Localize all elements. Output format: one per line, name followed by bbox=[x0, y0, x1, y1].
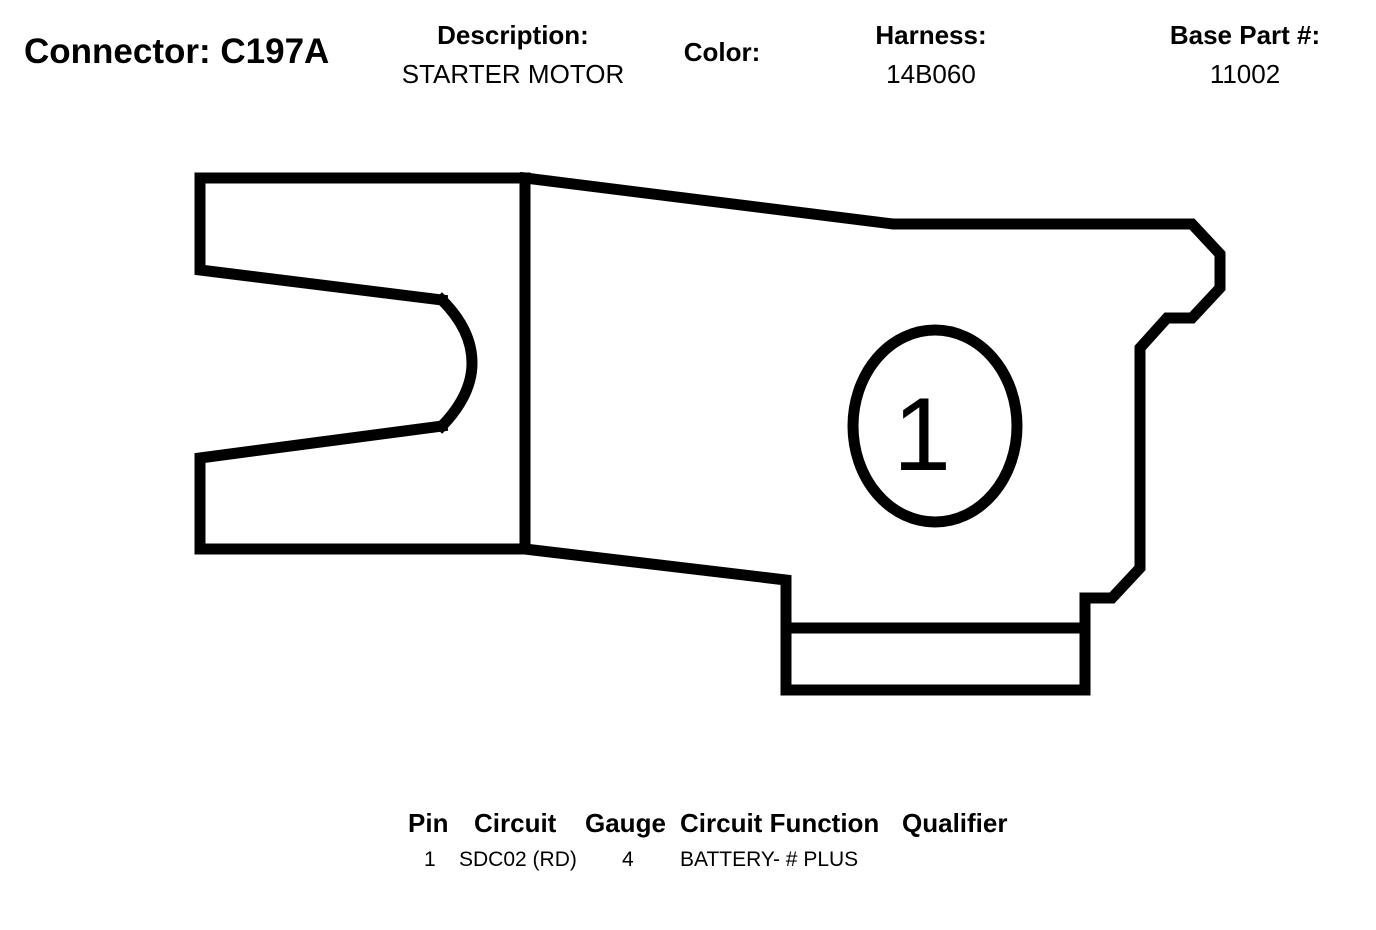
gauge-header: Gauge bbox=[585, 808, 666, 838]
color-label: Color: bbox=[683, 37, 761, 67]
connector-body-outline bbox=[518, 171, 1226, 696]
connector-header: Connector: C197A Description: STARTER MO… bbox=[0, 0, 1376, 110]
description-value: STARTER MOTOR bbox=[401, 59, 625, 89]
harness-label: Harness: bbox=[875, 20, 987, 50]
circuit-header: Circuit bbox=[474, 808, 557, 838]
qualifier-header: Qualifier bbox=[902, 808, 1008, 838]
row-1-gauge: 4 bbox=[622, 848, 634, 871]
terminal-fork-lower bbox=[194, 419, 531, 555]
description-field: Description: STARTER MOTOR bbox=[388, 20, 638, 89]
pin-cavity-1 bbox=[847, 324, 1023, 528]
row-1-circuit: SDC02 (RD) bbox=[459, 848, 577, 871]
base-part-label: Base Part #: bbox=[1169, 20, 1321, 50]
pin-header: Pin bbox=[408, 808, 449, 838]
circuit-function-header: Circuit Function bbox=[680, 808, 880, 838]
harness-field: Harness: 14B060 bbox=[846, 20, 1016, 89]
connector-title: Connector: C197A bbox=[24, 32, 330, 71]
base-part-field: Base Part #: 11002 bbox=[1150, 20, 1340, 89]
pin-cavity-label: 1 bbox=[893, 377, 951, 493]
base-part-value: 11002 bbox=[1209, 59, 1281, 89]
row-1-pin: 1 bbox=[424, 848, 436, 871]
terminal-fork-slot bbox=[434, 292, 478, 434]
terminal-fork-upper bbox=[194, 172, 531, 307]
description-label: Description: bbox=[437, 20, 589, 50]
color-field: Color: bbox=[672, 37, 772, 67]
row-1-function: BATTERY- # PLUS bbox=[680, 848, 859, 871]
harness-value: 14B060 bbox=[886, 59, 976, 89]
